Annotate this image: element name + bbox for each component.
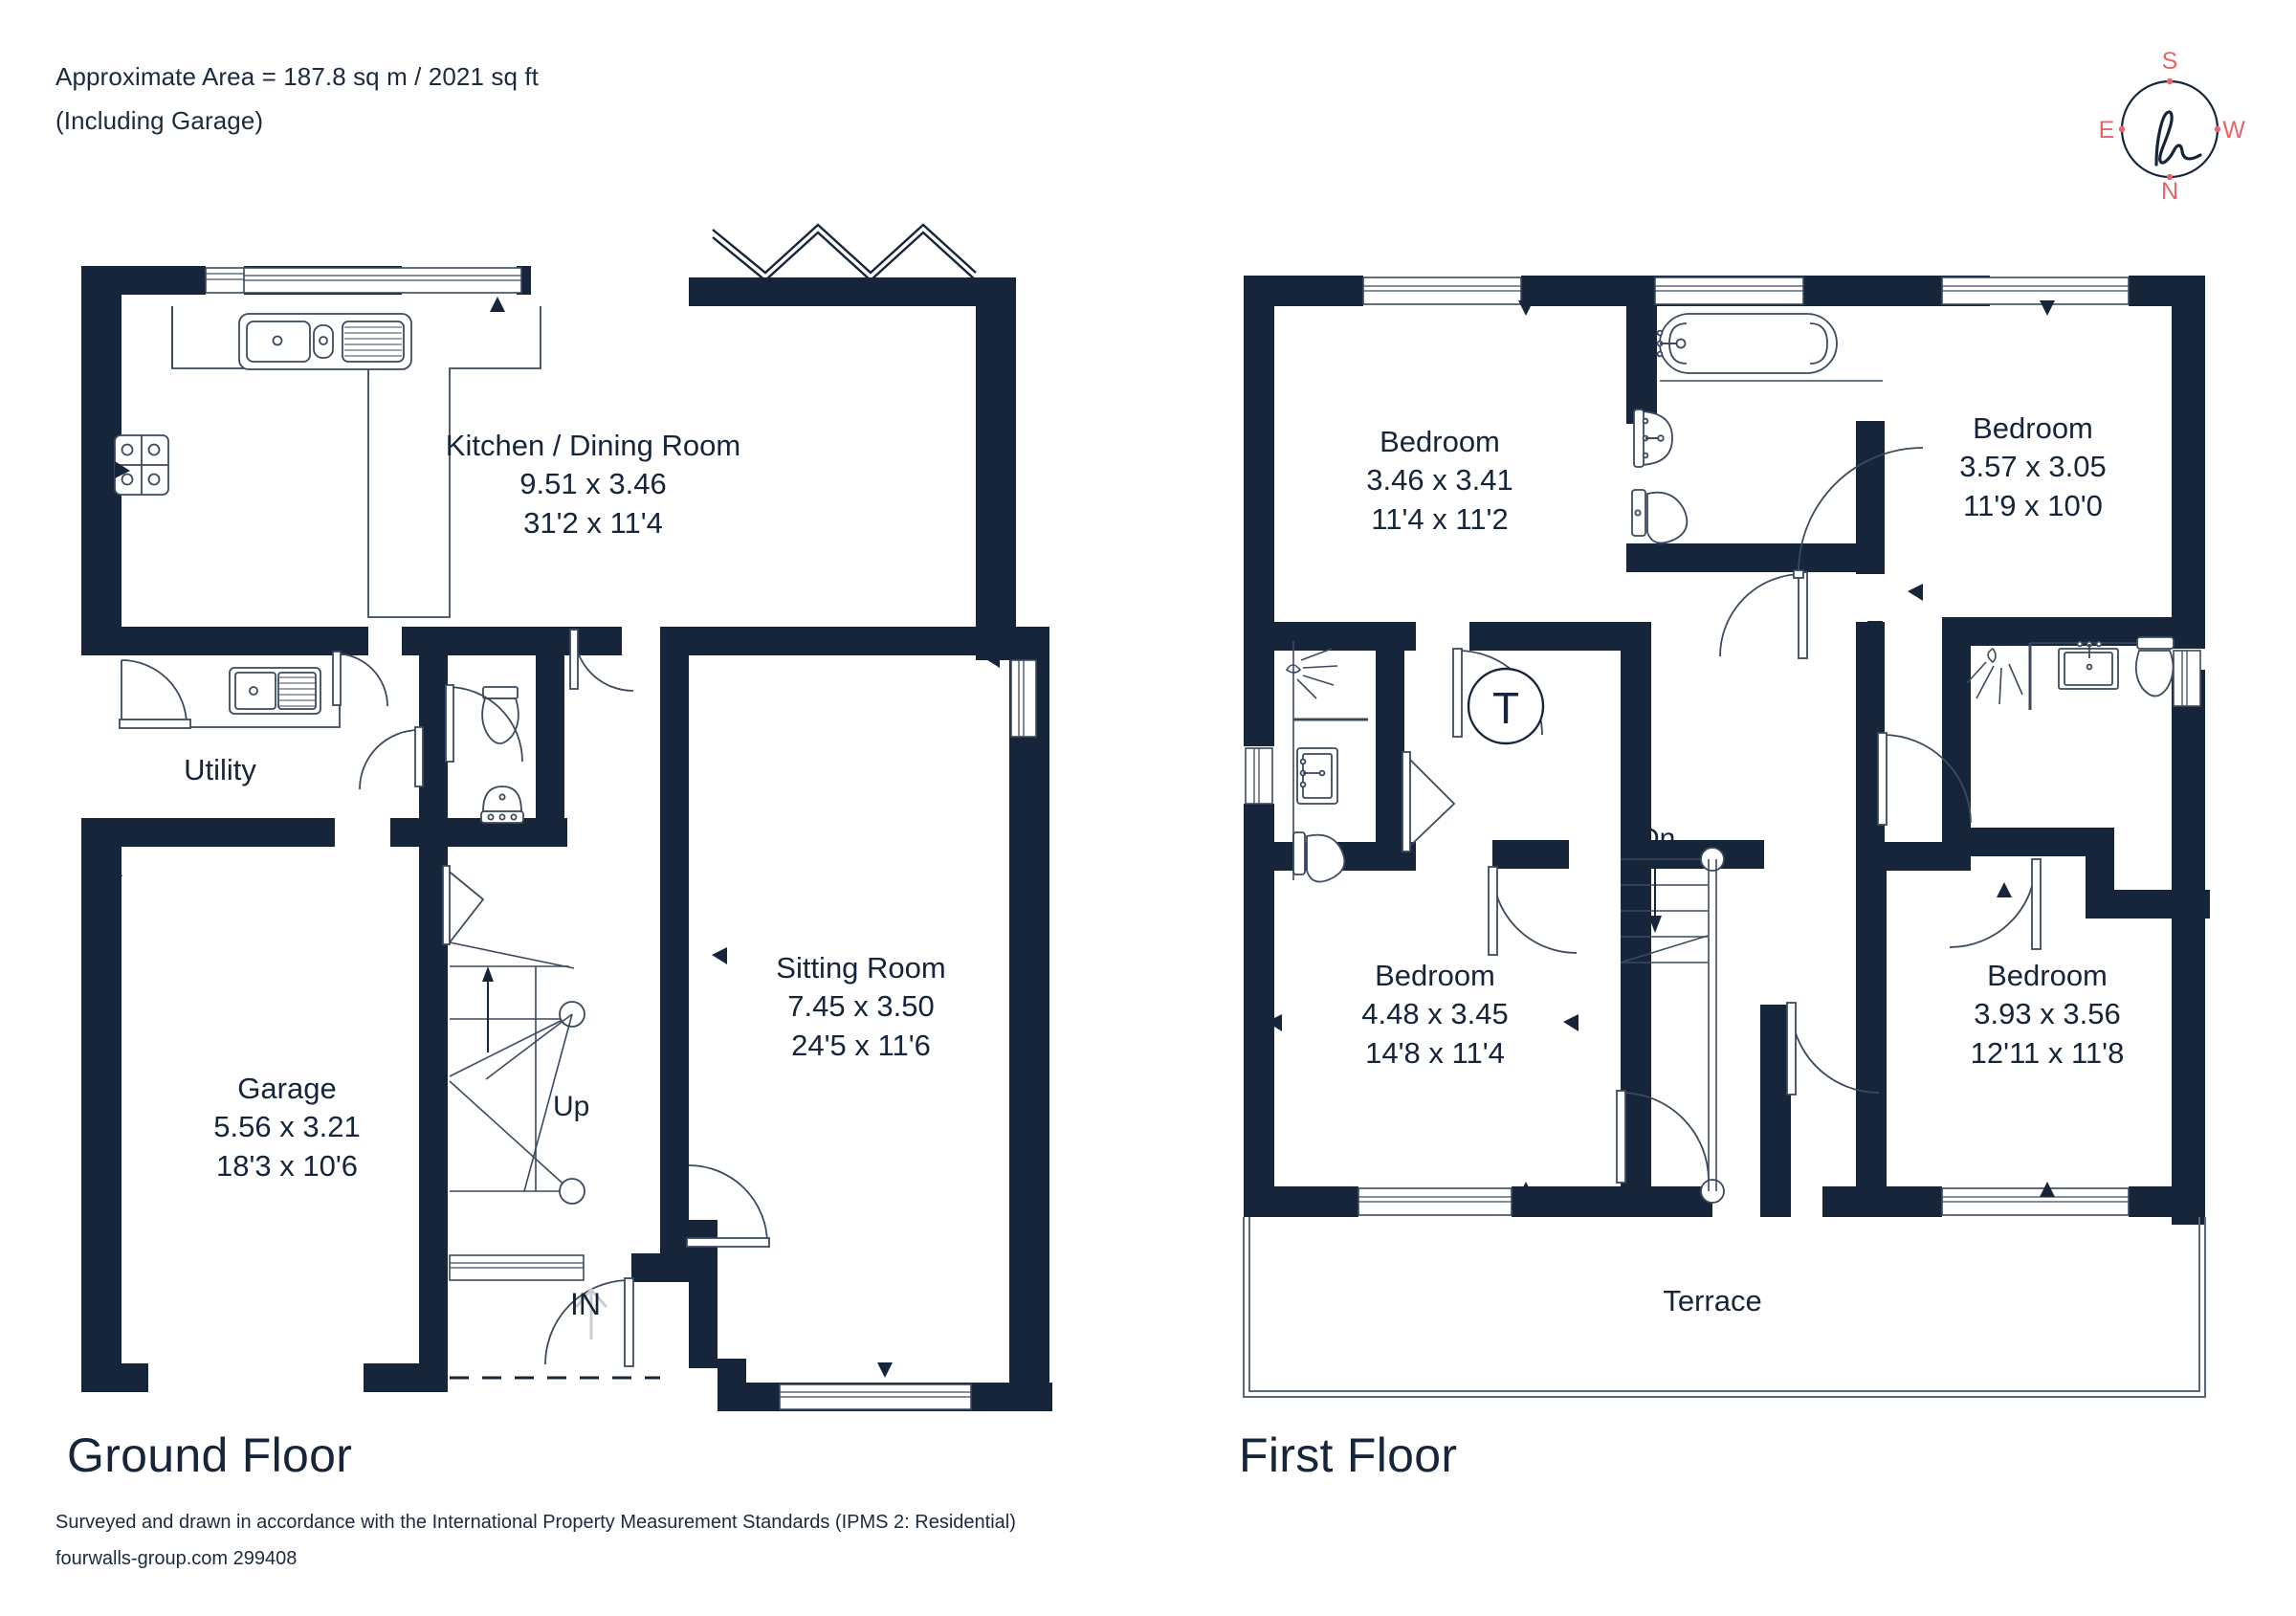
terrace-outline <box>1243 1217 2206 1398</box>
compass-dot-top <box>2166 77 2174 85</box>
ground-windows <box>205 267 1037 1410</box>
room-label-bedroom-1: Bedroom 3.46 x 3.41 11'4 x 11'2 <box>1306 423 1574 539</box>
room-name: Bedroom <box>1987 959 2108 992</box>
room-name: Terrace <box>1663 1284 1762 1317</box>
compass-label-bottom: N <box>2161 178 2178 201</box>
ipms-standards-text: Surveyed and drawn in accordance with th… <box>55 1512 1016 1533</box>
stair-up-label: Up <box>553 1091 590 1122</box>
room-imperial: 11'4 x 11'2 <box>1371 501 1509 536</box>
ensuite-toilet <box>2134 636 2175 697</box>
ground-floor-plan <box>0 0 1148 1459</box>
compass-label-left: E <box>2099 117 2115 144</box>
stair-down-label: Dn <box>1639 823 1676 854</box>
entrance-arrow <box>574 1287 608 1339</box>
ground-floor-title: Ground Floor <box>67 1428 353 1482</box>
room-label-kitchen-dining: Kitchen / Dining Room 9.51 x 3.46 31'2 x… <box>392 427 794 542</box>
room-imperial: 18'3 x 10'6 <box>215 1148 358 1183</box>
room-imperial: 31'2 x 11'4 <box>523 505 663 540</box>
room-name: Sitting Room <box>776 951 946 985</box>
room-label-sitting-room: Sitting Room 7.45 x 3.50 24'5 x 11'6 <box>708 949 1014 1065</box>
room-label-terrace: Terrace <box>1550 1282 1875 1320</box>
compass-dot-bottom <box>2166 173 2174 181</box>
room-imperial: 12'11 x 11'8 <box>1970 1035 2125 1070</box>
room-metric: 5.56 x 3.21 <box>213 1110 361 1144</box>
first-floor-plan: T <box>1243 276 2210 1398</box>
room-label-bedroom-3: Bedroom 4.48 x 3.45 14'8 x 11'4 <box>1296 957 1574 1073</box>
first-doors <box>1402 447 2042 1184</box>
shower-basin-left <box>1296 747 1338 805</box>
approximate-area-text: Approximate Area = 187.8 sq m / 2021 sq … <box>55 62 539 91</box>
kitchen-counter <box>171 306 541 618</box>
utility-sink <box>229 667 321 715</box>
kitchen-sink <box>238 313 412 370</box>
room-name: Bedroom <box>1380 425 1500 458</box>
ground-staircase <box>449 941 585 1205</box>
shower-head-left <box>1285 648 1338 699</box>
room-metric: 3.57 x 3.05 <box>1959 450 2107 484</box>
room-label-bedroom-4: Bedroom 3.93 x 3.56 12'11 x 11'8 <box>1904 957 2191 1073</box>
bath-tub <box>1656 313 1883 382</box>
including-garage-text: (Including Garage) <box>55 105 264 135</box>
room-name: Kitchen / Dining Room <box>445 429 741 462</box>
bath-toilet <box>1631 489 1689 544</box>
compass-dot-left <box>2118 125 2126 133</box>
room-metric: 7.45 x 3.50 <box>787 989 935 1024</box>
first-windows <box>1245 277 2201 1216</box>
room-imperial: 14'8 x 11'4 <box>1365 1035 1505 1070</box>
room-name: Garage <box>237 1072 337 1105</box>
shower-toilet-left <box>1292 831 1346 883</box>
room-label-utility: Utility <box>105 751 335 789</box>
room-label-bedroom-2: Bedroom 3.57 x 3.05 11'9 x 10'0 <box>1899 410 2167 525</box>
room-name: Bedroom <box>1375 959 1495 992</box>
room-imperial: 11'9 x 10'0 <box>1963 488 2103 522</box>
first-staircase <box>1620 847 1725 1204</box>
bath-basin <box>1633 409 1673 468</box>
first-direction-ticks <box>1267 300 2055 1197</box>
compass-dot-right <box>2214 125 2221 133</box>
ground-direction-ticks <box>107 287 1000 1378</box>
room-imperial: 24'5 x 11'6 <box>791 1028 931 1062</box>
room-metric: 3.46 x 3.41 <box>1366 463 1513 498</box>
room-label-garage: Garage 5.56 x 3.21 18'3 x 10'6 <box>134 1070 440 1185</box>
bifold-door-arrow <box>717 293 780 306</box>
wc-toilet <box>481 686 519 744</box>
footer-block: Surveyed and drawn in accordance with th… <box>55 1504 1016 1577</box>
wc-basin <box>480 786 524 824</box>
provider-credit-text: fourwalls-group.com 299408 <box>55 1548 298 1569</box>
bifold-door <box>712 223 977 282</box>
ensuite-basin <box>2058 640 2119 690</box>
entrance-label: IN <box>570 1287 601 1321</box>
compass-label-top: S <box>2162 48 2178 75</box>
compass-monogram <box>2154 110 2202 166</box>
header-area-info: Approximate Area = 187.8 sq m / 2021 sq … <box>55 55 539 143</box>
room-name: Utility <box>184 753 256 786</box>
ground-walls <box>81 266 1052 1411</box>
first-floor-title: First Floor <box>1239 1428 1458 1482</box>
tank-letter: T <box>1492 683 1519 733</box>
room-metric: 3.93 x 3.56 <box>1974 997 2121 1031</box>
room-metric: 4.48 x 3.45 <box>1361 997 1509 1031</box>
first-walls <box>1244 276 2210 1225</box>
shower-head-right <box>1966 647 2023 705</box>
room-name: Bedroom <box>1973 411 2093 445</box>
ground-doors <box>119 629 770 1367</box>
compass-rose: S N E W <box>2093 48 2246 201</box>
room-metric: 9.51 x 3.46 <box>519 467 667 501</box>
tank-cupboard-icon: T <box>1467 667 1545 745</box>
compass-label-right: W <box>2222 117 2245 144</box>
